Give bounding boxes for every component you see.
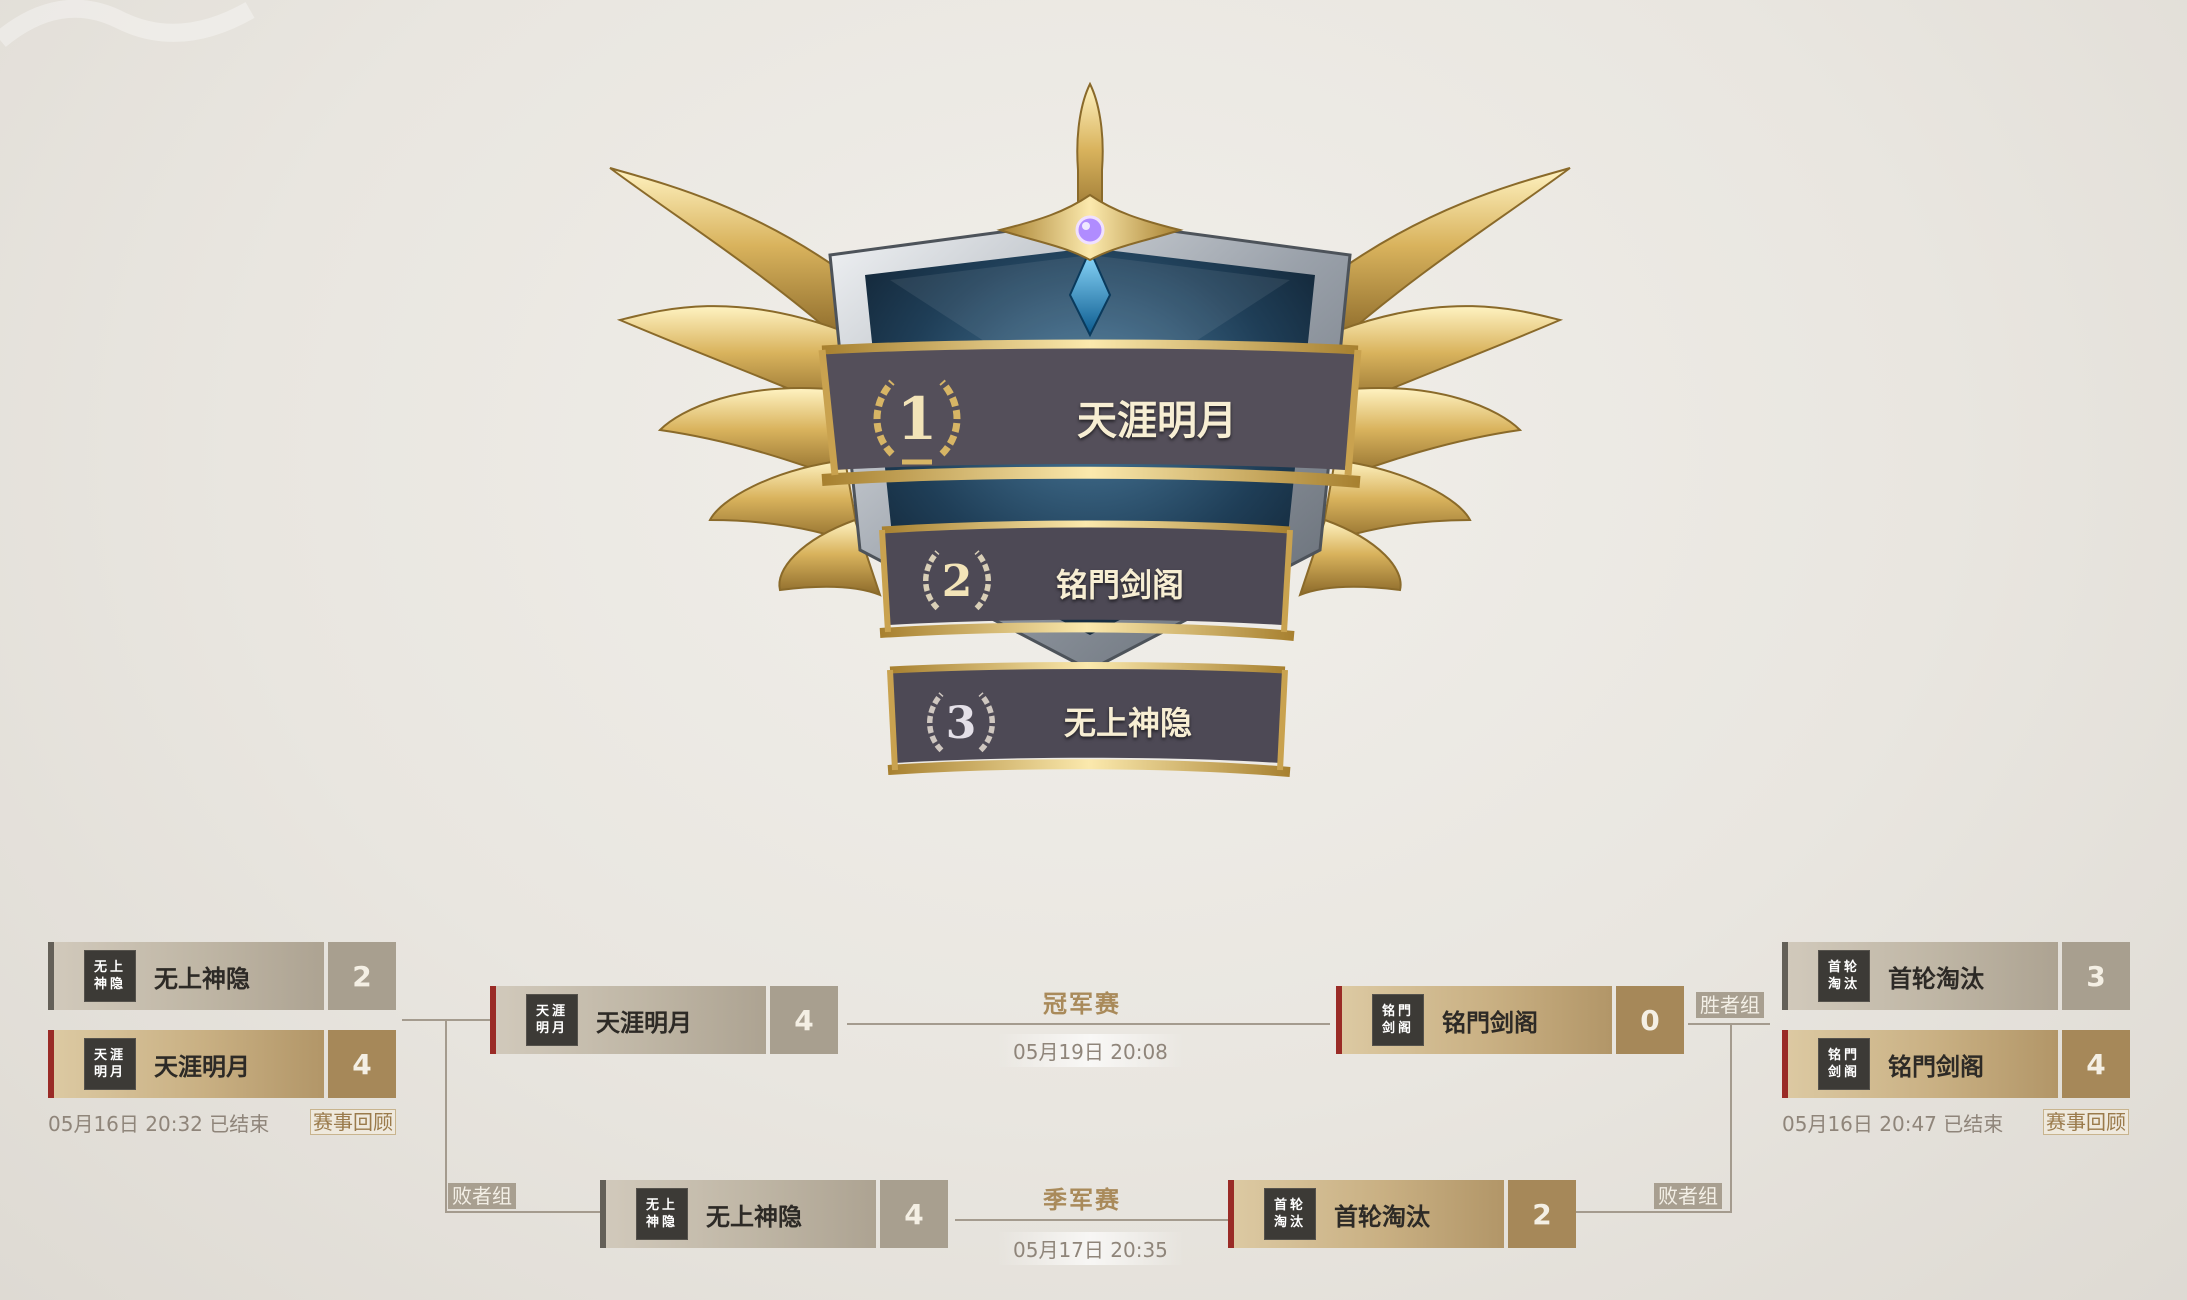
final-team-b[interactable]: 铭門 剑阁 铭門剑阁 0 (1336, 986, 1684, 1054)
team-logo: 天涯 明月 (526, 994, 578, 1046)
match-review-link[interactable]: 赛事回顾 (2043, 1109, 2129, 1135)
rank-badge-gold: 1 (862, 364, 972, 474)
match-time: 05月16日 20:32 已结束 (48, 1112, 270, 1136)
team-logo: 无上 神隐 (636, 1188, 688, 1240)
team-logo: 首轮 淘汰 (1818, 950, 1870, 1002)
team-name: 无上神隐 (706, 1202, 802, 1231)
third-place-team-a[interactable]: 无上 神隐 无上神隐 4 (600, 1180, 948, 1248)
winner-group-tag: 胜者组 (1696, 992, 1764, 1018)
rank-number: 2 (941, 555, 973, 607)
podium-third-place: 3 无上神隐 (888, 662, 1288, 782)
blue-crystal (1068, 247, 1112, 338)
rank-number: 3 (945, 697, 977, 749)
loser-group-tag-right: 败者组 (1654, 1183, 1722, 1209)
laurel-wreath-icon (873, 379, 961, 465)
team-score: 2 (328, 942, 396, 1010)
third-place-team-b[interactable]: 首轮 淘汰 首轮淘汰 2 (1228, 1180, 1576, 1248)
team-logo: 天涯 明月 (84, 1038, 136, 1090)
team-score: 4 (770, 986, 838, 1054)
podium-team-name: 铭門剑阁 (1056, 566, 1185, 604)
team-logo: 铭門 剑阁 (1372, 994, 1424, 1046)
champion-emblem: 1 天涯明月 2 铭門剑阁 3 无上神隐 (590, 80, 1590, 800)
loser-group-tag-left: 败者组 (448, 1183, 516, 1209)
rank-number: 1 (896, 385, 938, 453)
team-logo: 铭門 剑阁 (1818, 1038, 1870, 1090)
podium-team-name: 天涯明月 (1077, 398, 1237, 444)
final-title: 冠军赛 (1043, 990, 1121, 1018)
podium-team-name: 无上神隐 (1064, 704, 1193, 742)
background-swirl-decoration (0, 0, 255, 48)
team-name: 无上神隐 (154, 964, 250, 993)
team-logo: 首轮 淘汰 (1264, 1188, 1316, 1240)
podium-first-place: 1 天涯明月 (822, 342, 1362, 492)
match-time: 05月16日 20:47 已结束 (1782, 1112, 2004, 1136)
rank-badge-bronze: 3 (918, 680, 1004, 766)
third-place-title: 季军赛 (1043, 1186, 1121, 1214)
team-score: 4 (2062, 1030, 2130, 1098)
match-review-link[interactable]: 赛事回顾 (310, 1109, 396, 1135)
team-name: 天涯明月 (154, 1052, 250, 1081)
team-name: 铭門剑阁 (1442, 1008, 1538, 1037)
final-time: 05月19日 20:08 (997, 1034, 1184, 1067)
laurel-wreath-icon (923, 550, 991, 611)
team-name: 铭門剑阁 (1888, 1052, 1984, 1081)
final-team-a[interactable]: 天涯 明月 天涯明月 4 (490, 986, 838, 1054)
team-score: 3 (2062, 942, 2130, 1010)
left-match-team-b[interactable]: 天涯 明月 天涯明月 4 (48, 1030, 396, 1098)
team-logo: 无上 神隐 (84, 950, 136, 1002)
sword-ornament (996, 81, 1184, 262)
right-match-team-a[interactable]: 首轮 淘汰 首轮淘汰 3 (1782, 942, 2130, 1010)
third-place-time: 05月17日 20:35 (997, 1232, 1184, 1265)
laurel-wreath-icon (927, 692, 995, 753)
podium-second-place: 2 铭門剑阁 (880, 520, 1290, 645)
team-score: 2 (1508, 1180, 1576, 1248)
team-name: 首轮淘汰 (1888, 964, 1984, 993)
right-wing (1298, 167, 1571, 597)
team-name: 天涯明月 (596, 1008, 692, 1037)
team-score: 4 (880, 1180, 948, 1248)
left-wing (609, 167, 882, 597)
team-score: 4 (328, 1030, 396, 1098)
team-score: 0 (1616, 986, 1684, 1054)
left-match-team-a[interactable]: 无上 神隐 无上神隐 2 (48, 942, 396, 1010)
team-name: 首轮淘汰 (1334, 1202, 1430, 1231)
right-match-team-b[interactable]: 铭門 剑阁 铭門剑阁 4 (1782, 1030, 2130, 1098)
rank-badge-silver: 2 (914, 538, 1000, 624)
